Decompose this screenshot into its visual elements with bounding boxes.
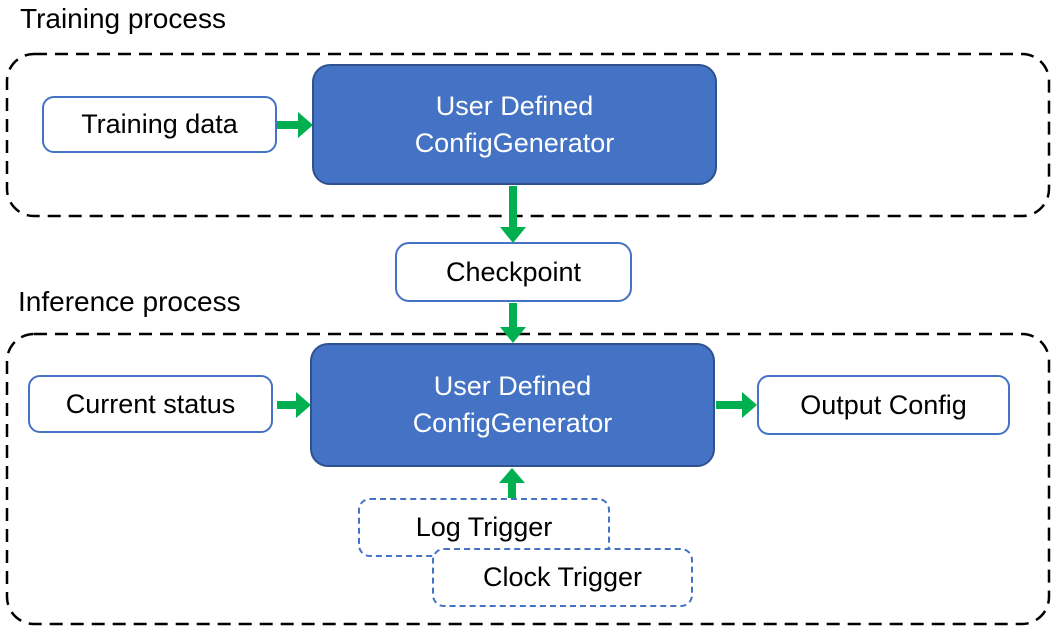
- training-data-label: Training data: [81, 109, 238, 139]
- arrow-checkpoint-to-generator-icon: [500, 303, 526, 343]
- inference-generator-line1: User Defined: [433, 371, 592, 401]
- checkpoint-label: Checkpoint: [445, 256, 582, 287]
- training-generator-line1: User Defined: [435, 90, 594, 121]
- training-generator-line2: ConfigGenerator: [414, 127, 615, 158]
- checkpoint-node: Checkpoint: [395, 242, 632, 302]
- output-config-node: Output Config: [757, 375, 1010, 435]
- arrow-current-status-to-generator-icon: [277, 392, 311, 418]
- inference-config-generator-node: User Defined ConfigGenerator: [310, 343, 715, 467]
- inference-section-label: Inference process: [18, 286, 241, 317]
- training-group-dashed-rect: [5, 52, 1051, 218]
- training-config-generator-node: User Defined ConfigGenerator: [312, 64, 717, 185]
- arrow-generator-to-checkpoint-icon: [500, 186, 526, 243]
- inference-group-border: [5, 332, 1051, 626]
- inference-group-dashed-rect: [5, 332, 1051, 626]
- log-trigger-label: Log Trigger: [415, 512, 553, 542]
- training-data-node: Training data: [42, 96, 277, 153]
- current-status-node: Current status: [28, 375, 273, 433]
- clock-trigger-label: Clock Trigger: [482, 562, 643, 592]
- arrow-generator-to-output-icon: [716, 392, 757, 418]
- training-group-border: [5, 52, 1051, 218]
- output-config-label: Output Config: [800, 389, 967, 420]
- inference-generator-line2: ConfigGenerator: [412, 408, 613, 438]
- training-section-label: Training process: [20, 3, 226, 34]
- current-status-label: Current status: [65, 388, 236, 419]
- arrow-training-data-to-generator-icon: [277, 112, 313, 138]
- clock-trigger-node: Clock Trigger: [432, 548, 693, 607]
- arrow-trigger-to-generator-icon: [499, 468, 525, 498]
